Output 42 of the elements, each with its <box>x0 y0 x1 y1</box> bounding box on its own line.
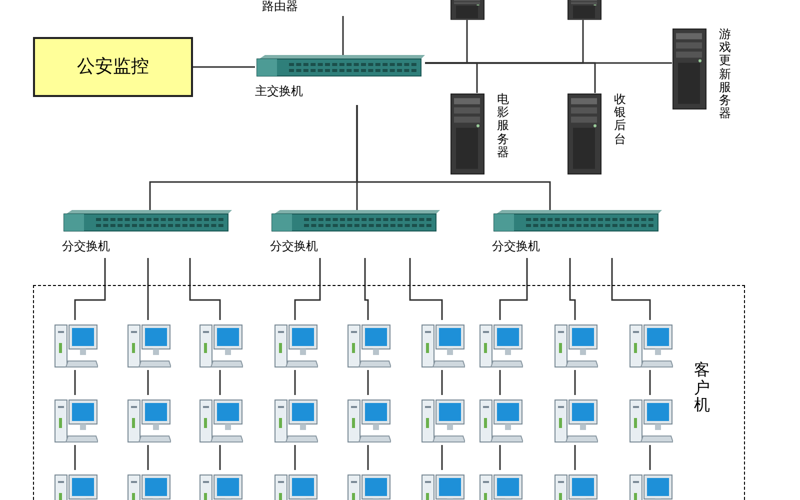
server-label: 收银后台 <box>614 93 626 146</box>
connector-line <box>219 370 221 395</box>
connector-line <box>499 370 501 395</box>
switch-label: 分交换机 <box>492 240 540 252</box>
connector-line <box>367 445 369 470</box>
region-label: 客户机 <box>694 361 710 414</box>
connector-line <box>74 258 106 320</box>
connector-line <box>441 370 443 395</box>
dashed-region <box>33 285 745 500</box>
connector-line <box>189 258 221 320</box>
connector-line <box>219 445 221 470</box>
connector-line <box>147 258 149 320</box>
connector-line <box>364 258 369 320</box>
connector-line <box>409 258 443 320</box>
connector-line <box>147 370 149 395</box>
connector-line <box>499 258 528 320</box>
connector-line <box>356 105 551 210</box>
switch-label: 主交换机 <box>255 85 303 97</box>
connector-line <box>294 445 296 470</box>
connector-line <box>193 66 255 68</box>
connector-line <box>74 370 76 395</box>
server-label: 游戏更新服务器 <box>719 28 731 120</box>
connector-line <box>342 16 344 55</box>
connector-line <box>441 445 443 470</box>
connector-line <box>649 370 651 395</box>
process-box: 公安监控 <box>33 37 193 97</box>
connector-line <box>574 445 576 470</box>
switch-label: 分交换机 <box>270 240 318 252</box>
connector-line <box>294 258 321 320</box>
connector-line <box>74 445 76 470</box>
connector-line <box>367 370 369 395</box>
connector-line <box>147 445 149 470</box>
connector-line <box>611 258 651 320</box>
server-label: 电影服务器 <box>497 93 509 159</box>
connector-line <box>294 370 296 395</box>
connector-line <box>569 258 576 320</box>
connector-line <box>425 62 596 93</box>
connector-line <box>574 370 576 395</box>
connector-line <box>649 445 651 470</box>
router-label: 路由器 <box>262 0 299 12</box>
connector-line <box>499 445 501 470</box>
switch-label: 分交换机 <box>62 240 110 252</box>
